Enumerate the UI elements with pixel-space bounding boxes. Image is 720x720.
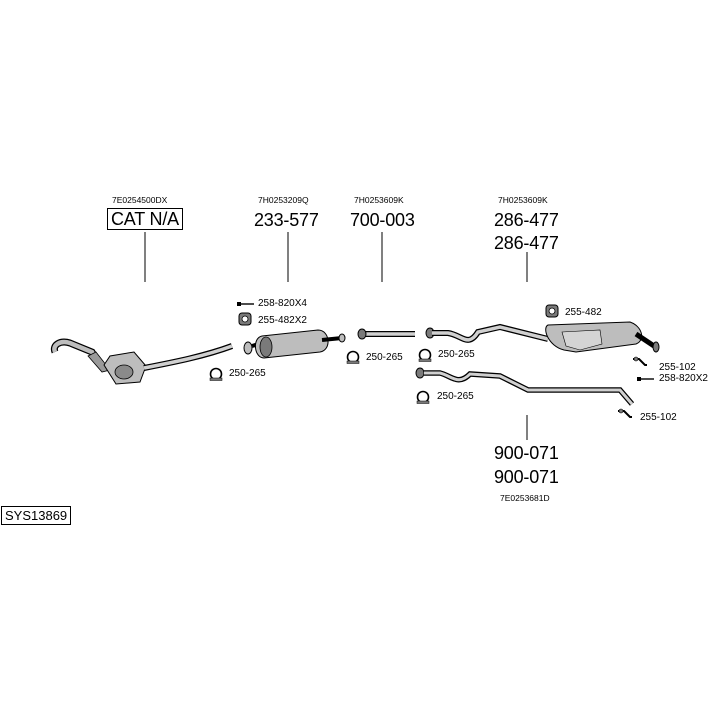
fitting-label-bolt-rear[interactable]: 258-820X2 xyxy=(659,373,708,384)
bracket-icon xyxy=(633,356,647,366)
bracket-icon xyxy=(618,408,632,418)
clamp-icon xyxy=(346,350,360,364)
catalytic-converter xyxy=(50,338,234,385)
clamp-icon xyxy=(209,367,223,381)
part-number-tail-pipe-alt[interactable]: 900-071 xyxy=(494,467,559,487)
middle-silencer xyxy=(243,329,346,359)
system-code: SYS13869 xyxy=(1,506,72,525)
part-number-rear-silencer[interactable]: 286-477 xyxy=(494,210,559,230)
fitting-label-bracket-rear[interactable]: 255-102 xyxy=(659,362,696,373)
part-number-tail-pipe[interactable]: 900-071 xyxy=(494,443,559,463)
fitting-label-clamp-tail[interactable]: 250-265 xyxy=(437,391,474,402)
fitting-label-clamp-front[interactable]: 250-265 xyxy=(229,368,266,379)
fitting-label-bracket-tail[interactable]: 255-102 xyxy=(640,412,677,423)
clamp-icon xyxy=(416,390,430,404)
rubber-mount-icon xyxy=(238,312,252,326)
bolt-icon xyxy=(237,302,254,306)
fitting-label-clamp-rear[interactable]: 250-265 xyxy=(438,349,475,360)
oem-ref-cat: 7E0254500DX xyxy=(112,195,168,205)
fitting-label-mount-rear[interactable]: 255-482 xyxy=(565,307,602,318)
fitting-label-mount-middle[interactable]: 255-482X2 xyxy=(258,315,307,326)
oem-ref-rear-silencer: 7H0253609K xyxy=(498,195,548,205)
oem-ref-middle-silencer: 7H0253209Q xyxy=(258,195,309,205)
fitting-label-clamp-middle[interactable]: 250-265 xyxy=(366,352,403,363)
part-number-intermediate-pipe[interactable]: 700-003 xyxy=(350,210,415,230)
oem-ref-tail-pipe: 7E0253681D xyxy=(500,493,550,503)
fitting-label-bolt-middle[interactable]: 258-820X4 xyxy=(258,298,307,309)
part-number-cat[interactable]: CAT N/A xyxy=(107,208,183,230)
bolt-icon xyxy=(637,377,654,381)
part-number-rear-silencer-alt[interactable]: 286-477 xyxy=(494,233,559,253)
tail-pipe xyxy=(415,367,635,406)
clamp-icon xyxy=(418,348,432,362)
rear-silencer xyxy=(425,321,660,353)
part-number-middle-silencer[interactable]: 233-577 xyxy=(254,210,319,230)
intermediate-pipe xyxy=(357,328,415,340)
rubber-mount-icon xyxy=(545,304,559,318)
oem-ref-intermediate-pipe: 7H0253609K xyxy=(354,195,404,205)
